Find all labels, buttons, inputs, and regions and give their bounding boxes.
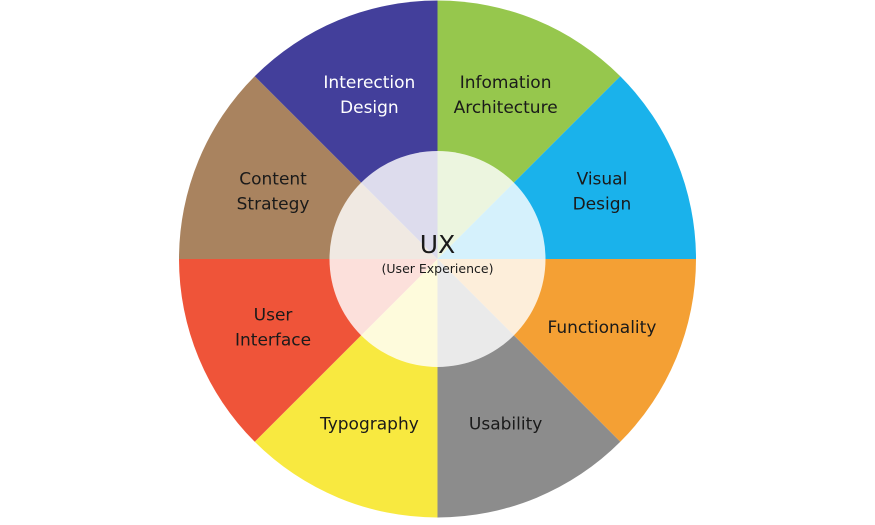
segment-label-8-line-1: Interection [323, 73, 415, 93]
center-disc [329, 151, 546, 367]
segment-label-7-line-2: Strategy [237, 194, 310, 214]
segment-label-3-line-1: Functionality [547, 318, 656, 338]
segment-label-5-line-1: Typography [319, 414, 419, 434]
segment-label-4-line-1: Usability [469, 414, 542, 434]
segment-label-2-line-1: Visual [577, 169, 628, 189]
center-title: UX [420, 230, 455, 259]
segment-label-1-line-2: Architecture [454, 98, 558, 118]
segment-label-2-line-2: Design [573, 194, 632, 214]
segment-label-7-line-1: Content [239, 169, 307, 189]
segment-label-6-line-2: Interface [235, 331, 311, 351]
segment-label-1-line-1: Infomation [460, 73, 552, 93]
segment-label-8-line-2: Design [340, 98, 399, 118]
center-subtitle: (User Experience) [382, 261, 494, 276]
segment-label-6-line-1: User [254, 306, 293, 326]
labels-layer: InfomationArchitectureVisualDesignFuncti… [235, 73, 656, 434]
